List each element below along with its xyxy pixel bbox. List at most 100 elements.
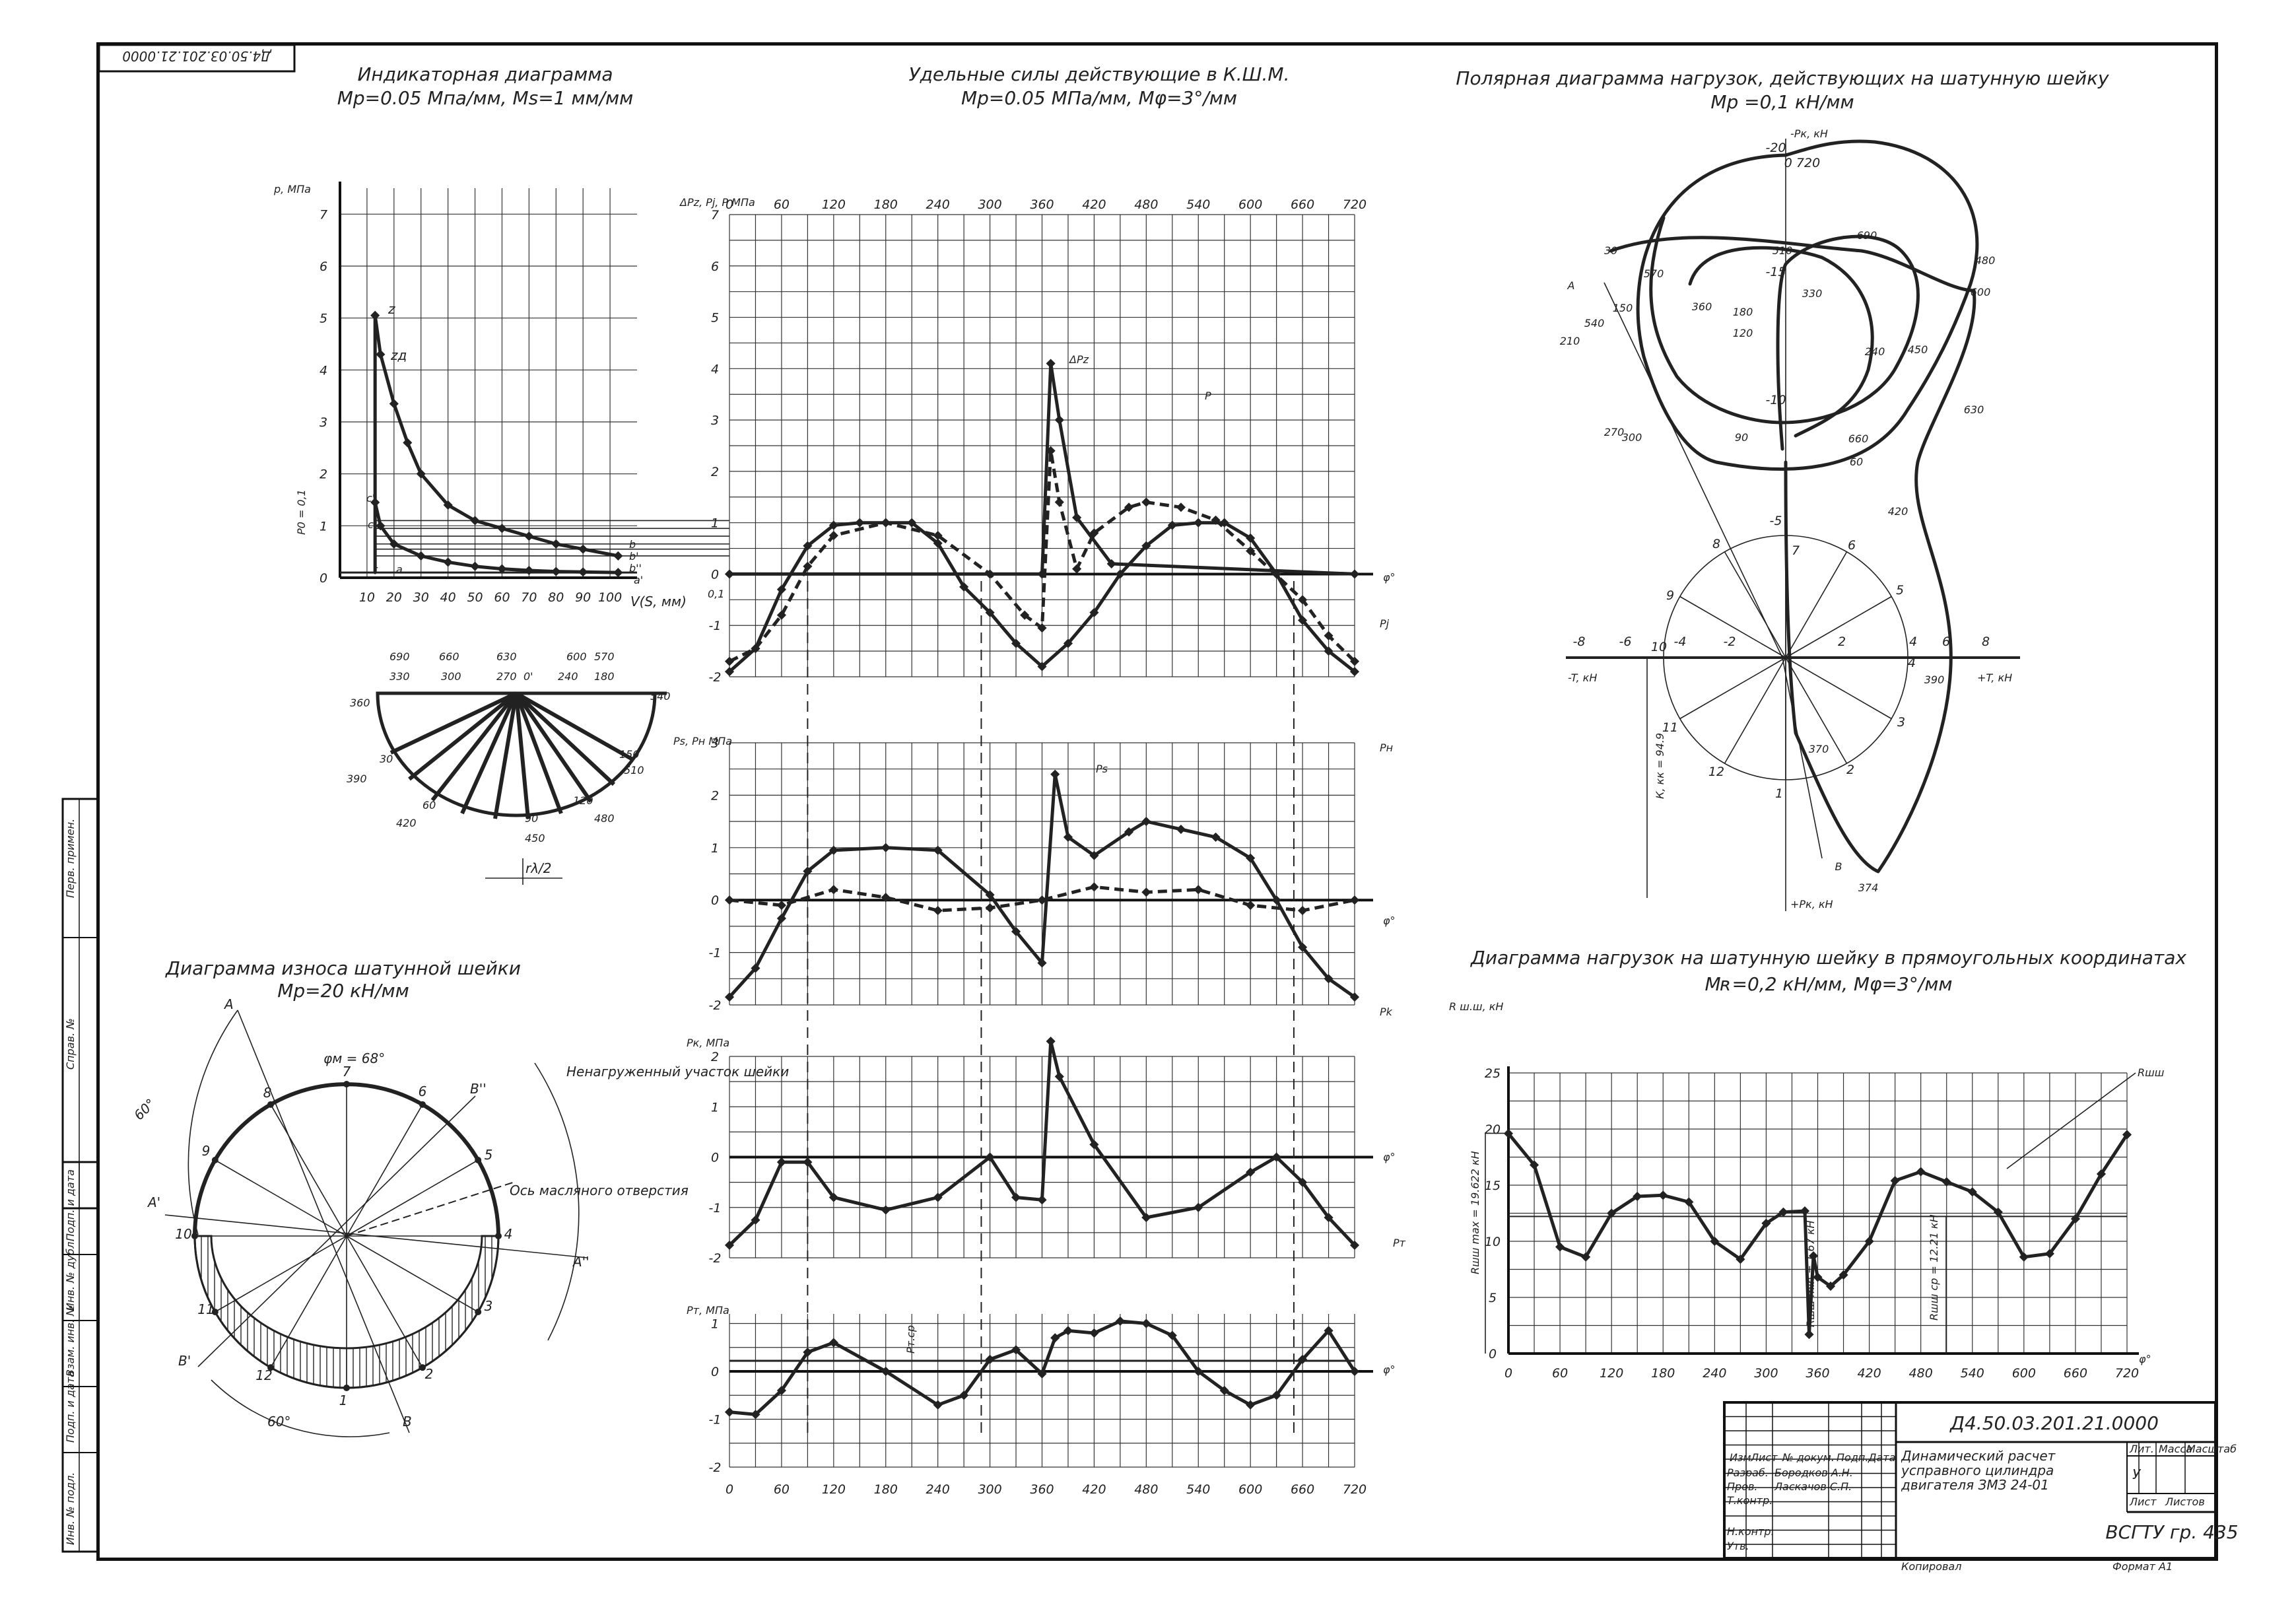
- tb-person-name: Ласкачов С.П.: [1774, 1480, 1852, 1493]
- forces-y-label: ΔPz, Pj, P МПа: [679, 196, 755, 209]
- polar-circle-number: 5: [1896, 583, 1904, 598]
- series-ΔPz-point: [724, 569, 735, 579]
- series-Pk-point: [1046, 1037, 1056, 1047]
- brix-angle-label: 390: [347, 773, 367, 785]
- series-Pj-point: [1063, 638, 1073, 648]
- polar-top-tick: -20: [1765, 141, 1786, 155]
- p-label: P: [1205, 390, 1211, 402]
- pt-x-label: φ°: [1383, 1363, 1396, 1376]
- wear-scale: Мр=20 кН/мм: [277, 980, 409, 1002]
- series-P-point: [985, 569, 995, 579]
- tb-person-role: Н.контр.: [1727, 1525, 1774, 1538]
- ps-label: Ps: [1096, 763, 1108, 775]
- indicator-x-tick-label: 90: [575, 590, 591, 605]
- brix-angle-label: 420: [396, 817, 417, 829]
- wear-point-marker: [475, 1309, 482, 1315]
- wear-ray: [270, 1104, 347, 1237]
- series-Pн-point: [1194, 885, 1203, 895]
- polar-angle-label: 60: [1850, 456, 1863, 468]
- wear-point-B1: B': [178, 1353, 191, 1369]
- series-P-point: [1298, 595, 1308, 605]
- forces-y-tick-label: -2: [709, 1460, 722, 1475]
- wear-unloaded-label: Ненагруженный участок шейки: [566, 1064, 789, 1080]
- forces-y-tick-label: -1: [709, 619, 722, 633]
- series-Pн-point: [776, 901, 786, 911]
- wear-line-AB: [237, 1010, 410, 1433]
- indicator-compression-line: [373, 500, 620, 574]
- indicator-x-tick-label: 10: [359, 590, 375, 605]
- forces-x-tick-top: 540: [1186, 197, 1210, 212]
- series-P-point: [1046, 446, 1056, 456]
- series-Pj-point: [1011, 638, 1021, 648]
- series-P-point: [1054, 497, 1064, 507]
- forces-y-tick-label: 2: [711, 1050, 719, 1064]
- series-Ps-point: [1298, 942, 1308, 952]
- point-label-b1: b': [629, 550, 639, 563]
- indicator-expansion-line-point: [443, 500, 453, 510]
- side-stamp-label: Взам. инв. №: [64, 1305, 77, 1377]
- dpz-label: ΔPz: [1068, 353, 1089, 366]
- forces-x-tick-bottom: 60: [774, 1482, 790, 1497]
- forces-x-tick-top: 120: [822, 197, 846, 212]
- pt-label: Pт: [1393, 1237, 1406, 1249]
- forces-x-tick-top: 720: [1343, 197, 1367, 212]
- series-Pт-point: [1089, 1328, 1099, 1338]
- series-Pj-point: [933, 538, 943, 548]
- wear-ray: [346, 1235, 479, 1313]
- series-Pн-point: [985, 903, 995, 913]
- series-Pj-point: [985, 607, 995, 617]
- wear-point-B: B: [403, 1414, 412, 1429]
- wear-phi-label: φм = 68°: [323, 1050, 385, 1066]
- polar-angle-label: 30: [1604, 244, 1617, 257]
- series-Pн-point: [1141, 887, 1151, 897]
- series-Pj-point: [855, 518, 865, 528]
- forces-x-tick-bottom: 180: [874, 1482, 898, 1497]
- tb-person-role: Разраб.: [1727, 1466, 1769, 1479]
- forces-y-tick-label: 0: [711, 1151, 719, 1165]
- indicator-compression-line-point: [551, 567, 561, 576]
- wear-number: 4: [504, 1226, 513, 1242]
- rsh-max-annot: Rшш max = 19.622 кН: [1469, 1151, 1481, 1274]
- series-ΔPz-point: [1072, 512, 1082, 522]
- brix-angle-label: 0': [523, 670, 533, 683]
- brix-angle-label: 630: [496, 650, 517, 663]
- polar-circle-number: 8: [1712, 537, 1720, 551]
- polar-angle-label: 540: [1584, 317, 1605, 329]
- polar-x-tick: -2: [1724, 635, 1736, 649]
- forces-y-tick-label: 1: [711, 516, 719, 531]
- series-Pj-point: [828, 520, 838, 530]
- rsh-x-tick-label: 420: [1857, 1366, 1881, 1381]
- rsh-y-tick-label: 20: [1485, 1122, 1501, 1137]
- tb-sheet: Лист: [2129, 1495, 2157, 1508]
- series-ΔPz-point: [1106, 559, 1116, 568]
- polar-angle-label: 270: [1604, 426, 1625, 438]
- side-stamp-label: Инв. № дубл.: [64, 1239, 77, 1311]
- series-Ps-point: [1176, 824, 1186, 835]
- rsh-x-tick-label: 60: [1552, 1366, 1568, 1381]
- rsh-x-tick-label: 240: [1703, 1366, 1726, 1381]
- indicator-y-tick-label: 3: [320, 415, 327, 430]
- wear-ray: [346, 1235, 423, 1368]
- wear-point-marker: [211, 1157, 219, 1163]
- polar-top-tick: 0 720: [1784, 156, 1820, 170]
- wear-point-A: A: [223, 996, 234, 1012]
- series-Pj-point: [1037, 662, 1047, 671]
- polar-top-label: -Рк, кН: [1790, 127, 1828, 140]
- polar-angle-label: 120: [1733, 327, 1753, 339]
- pk-y-label: Pк, МПа: [687, 1037, 729, 1049]
- series-Ps-point: [1246, 853, 1256, 863]
- forces-x-tick-top: 180: [874, 197, 898, 212]
- wear-number: 1: [339, 1392, 348, 1408]
- series-Ps-point: [803, 866, 813, 876]
- polar-angle-label: 510: [1773, 244, 1793, 257]
- rsh-y-tick-label: 15: [1485, 1179, 1501, 1193]
- series-Pн-point: [881, 893, 891, 903]
- wear-point-A2: A'': [572, 1254, 590, 1270]
- forces-x-tick-top: 420: [1082, 197, 1106, 212]
- brix-angle-label: 690: [389, 650, 410, 663]
- brix-ray: [460, 692, 518, 815]
- tb-format: Формат А1: [2112, 1560, 2173, 1573]
- forces-x-tick-top: 480: [1134, 197, 1158, 212]
- series-Pт: [727, 1319, 1357, 1416]
- brix-angle-label: 450: [525, 832, 545, 844]
